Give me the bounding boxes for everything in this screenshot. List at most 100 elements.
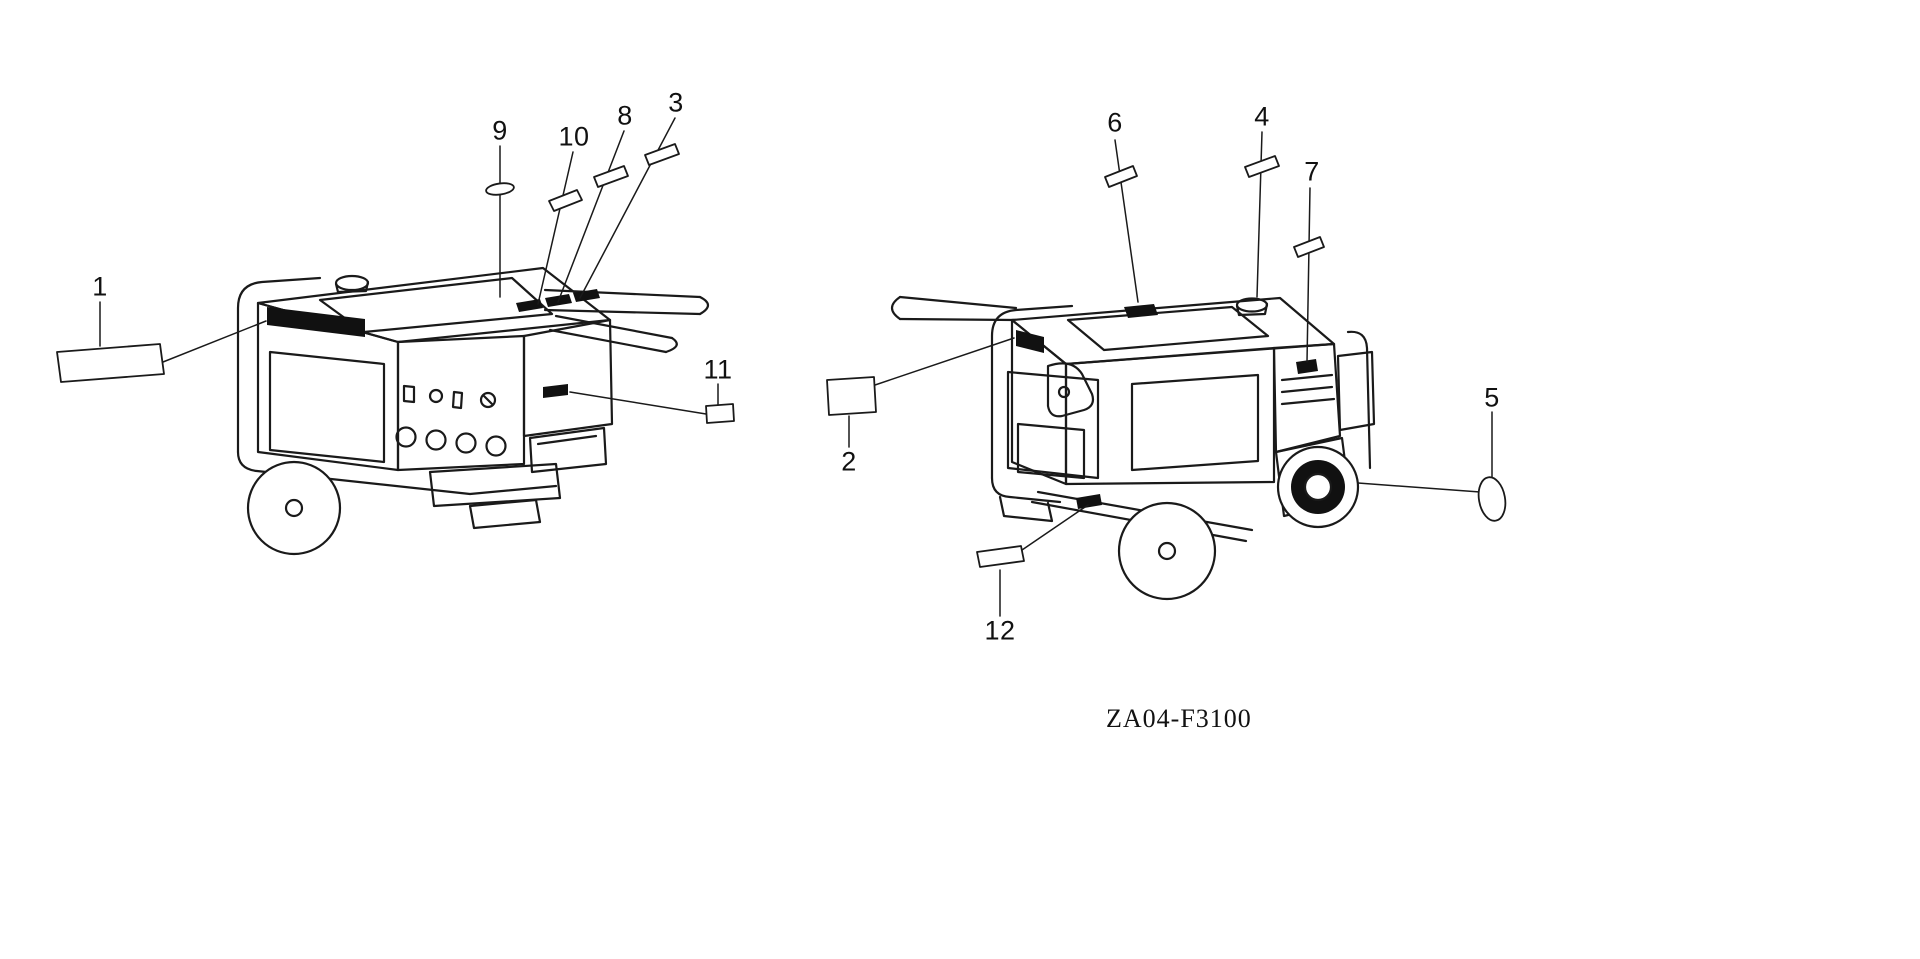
leader-3 bbox=[579, 117, 676, 299]
part-shape-11 bbox=[705, 403, 735, 424]
callout-part-3: 3 bbox=[668, 87, 684, 118]
label-mark-6-target bbox=[1124, 304, 1158, 318]
handle-tube bbox=[898, 317, 1016, 322]
muffler-line bbox=[536, 434, 598, 446]
label-mark-2-target bbox=[1016, 330, 1044, 353]
figure-code: ZA04-F3100 bbox=[1106, 704, 1252, 733]
frame-tube-right bbox=[1346, 330, 1372, 470]
part-shape-12 bbox=[976, 545, 1025, 568]
fuel-cap-side bbox=[1235, 302, 1269, 317]
handle-tube bbox=[543, 288, 702, 299]
outlet bbox=[485, 435, 507, 457]
wheel bbox=[1117, 501, 1217, 601]
side-face bbox=[1064, 346, 1276, 486]
part-shape-10 bbox=[548, 189, 583, 212]
wheel bbox=[246, 460, 342, 556]
callout-part-6: 6 bbox=[1107, 107, 1123, 138]
part-shape-8 bbox=[593, 165, 629, 188]
callout-part-12: 12 bbox=[984, 615, 1016, 646]
panel-pilot bbox=[479, 391, 497, 409]
handle-cap bbox=[664, 336, 678, 354]
handle-tube bbox=[898, 295, 1018, 310]
panel-pilot-slot bbox=[482, 394, 494, 406]
interior-opening bbox=[1006, 370, 1100, 480]
tank-inset bbox=[1066, 305, 1270, 352]
part-shape-3 bbox=[644, 143, 680, 166]
handle-tube bbox=[543, 308, 702, 316]
wheel-hub bbox=[1157, 541, 1177, 561]
outlet bbox=[395, 426, 417, 448]
part-shape-1 bbox=[56, 343, 165, 383]
leader-10 bbox=[537, 151, 574, 305]
handle-cap bbox=[698, 295, 710, 316]
frame-tube bbox=[990, 304, 1074, 480]
panel-key bbox=[451, 390, 464, 410]
panel-breaker bbox=[428, 388, 444, 404]
battery-box bbox=[1016, 422, 1086, 480]
panel-switch bbox=[402, 384, 416, 404]
callout-leader-lines bbox=[99, 117, 1493, 617]
frame-tube bbox=[236, 450, 558, 496]
leader-8 bbox=[557, 130, 625, 303]
callout-part-7: 7 bbox=[1304, 156, 1320, 187]
handle-tube bbox=[554, 314, 674, 340]
callout-part-8: 8 bbox=[617, 100, 633, 131]
leader-1 bbox=[162, 320, 267, 363]
frame-tube bbox=[990, 476, 1062, 504]
callout-part-11: 11 bbox=[703, 354, 733, 385]
handle-tube bbox=[548, 328, 668, 354]
base-bracket bbox=[428, 462, 562, 508]
leader-6 bbox=[1114, 139, 1139, 303]
left-generator-drawing bbox=[236, 266, 710, 556]
callout-part-10: 10 bbox=[558, 121, 590, 152]
muffler bbox=[528, 426, 608, 474]
leader-5 bbox=[1357, 482, 1481, 493]
air-cleaner bbox=[1336, 350, 1376, 432]
leader-11 bbox=[569, 391, 707, 415]
leader-7 bbox=[1306, 187, 1311, 363]
engine-fin bbox=[1280, 397, 1336, 406]
part-label-shapes bbox=[56, 143, 1507, 568]
side-door bbox=[268, 350, 386, 464]
callout-part-5: 5 bbox=[1484, 382, 1500, 413]
handle-cap bbox=[890, 295, 902, 321]
leader-4 bbox=[1256, 131, 1263, 298]
engine-lump bbox=[1046, 362, 1095, 418]
engine-fin bbox=[1280, 385, 1334, 394]
callout-part-4: 4 bbox=[1254, 101, 1270, 132]
recoil-starter-center bbox=[1303, 472, 1333, 502]
leader-12 bbox=[1021, 504, 1089, 551]
frame-tube bbox=[236, 276, 322, 454]
interior-detail bbox=[1057, 385, 1071, 399]
part-shape-2 bbox=[826, 376, 877, 416]
engine-shroud bbox=[522, 318, 614, 438]
label-mark-1-target bbox=[267, 307, 365, 337]
label-mark-12-target bbox=[1076, 494, 1102, 509]
part-shape-9 bbox=[485, 182, 515, 196]
outlet bbox=[455, 432, 477, 454]
frame-foot bbox=[998, 495, 1054, 523]
outlet bbox=[425, 429, 447, 451]
wheel-hub bbox=[284, 498, 304, 518]
part-shape-7 bbox=[1293, 236, 1325, 258]
label-mark-7-target bbox=[1296, 359, 1318, 374]
callout-part-2: 2 bbox=[841, 446, 857, 477]
part-shape-6 bbox=[1104, 165, 1138, 188]
engine-shroud bbox=[1272, 342, 1342, 454]
fuel-cap-side bbox=[334, 280, 370, 294]
base-foot bbox=[468, 498, 542, 530]
control-panel-face bbox=[396, 334, 526, 472]
callout-part-9: 9 bbox=[492, 115, 508, 146]
label-mark-11-target bbox=[543, 384, 568, 398]
leader-2 bbox=[874, 337, 1015, 386]
fuel-cap bbox=[334, 274, 370, 292]
part-shape-4 bbox=[1244, 155, 1280, 178]
engine-fin bbox=[1280, 373, 1334, 382]
side-panel-rect bbox=[1130, 373, 1260, 472]
label-mark-10-target bbox=[516, 299, 543, 312]
part-shape-5 bbox=[1477, 476, 1507, 522]
label-mark-3-target bbox=[573, 289, 600, 302]
right-generator-drawing bbox=[890, 295, 1376, 601]
